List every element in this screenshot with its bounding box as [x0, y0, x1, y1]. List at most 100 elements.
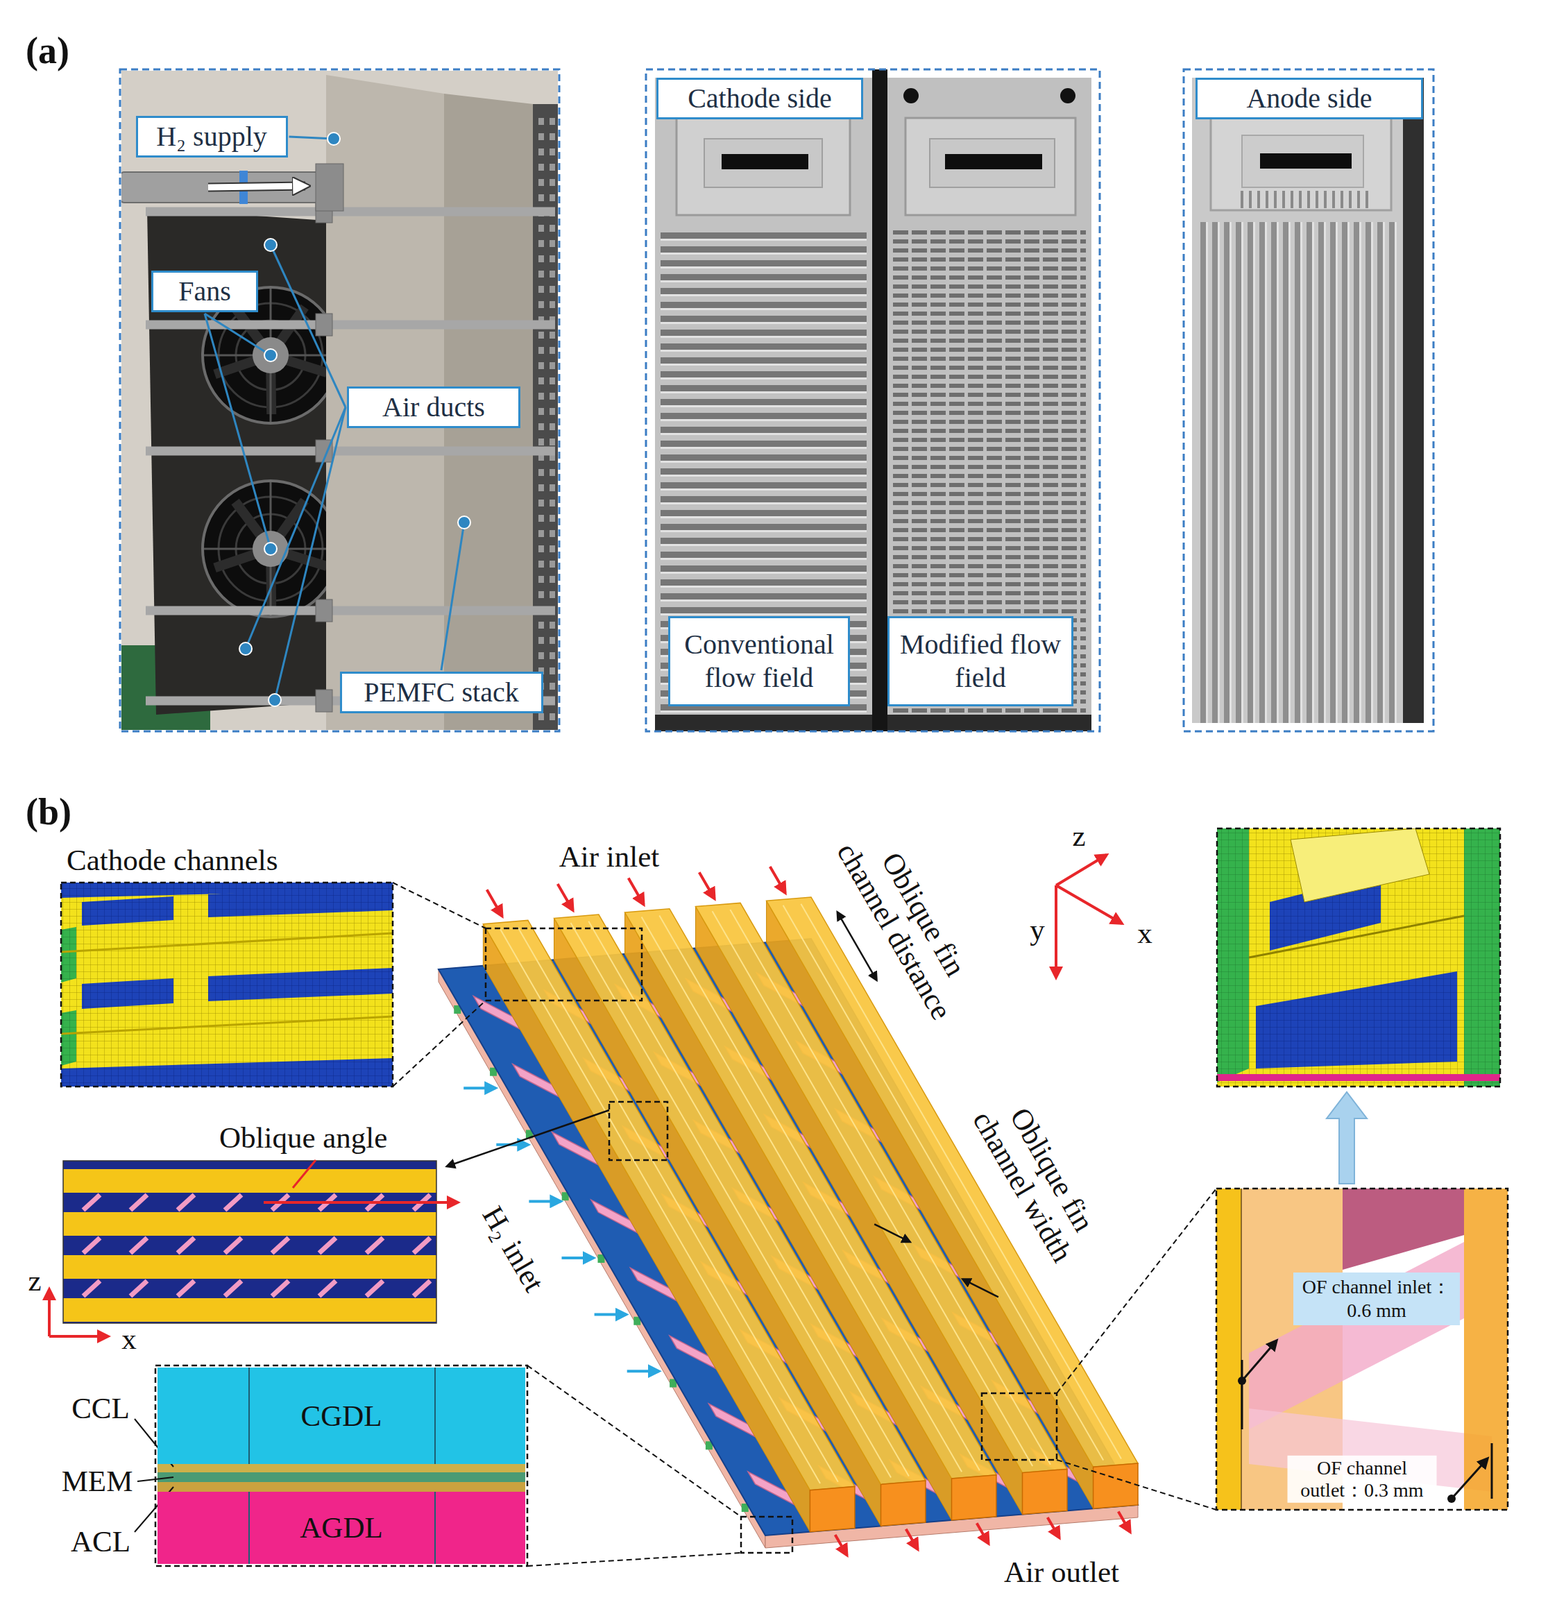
oblique-fin-groove [892, 248, 1086, 253]
oblique-fin-groove [892, 275, 1086, 280]
inset-frame [61, 882, 393, 1087]
cell-hole [538, 575, 544, 583]
channel-rib [660, 294, 867, 297]
cell-hole [538, 346, 544, 354]
channel-groove [660, 607, 867, 614]
cell-hole [549, 514, 556, 522]
tie-rod [145, 207, 556, 217]
flow-field-model [438, 866, 1138, 1556]
hydrogen-inlet-arrow [594, 1313, 627, 1317]
zoom-leader [527, 1365, 742, 1517]
inlet-finger [1257, 190, 1261, 209]
channel-groove [660, 440, 867, 447]
channel-rib [1312, 222, 1315, 723]
leader-line [270, 244, 346, 408]
oblique-fin-groove [892, 302, 1086, 307]
oblique-fin-groove [892, 347, 1086, 352]
detail-box [485, 928, 642, 1001]
oblique-fin-groove [892, 428, 1086, 433]
strip-channel [63, 1212, 437, 1236]
cell-hole [549, 224, 556, 232]
channel-rib [660, 238, 867, 241]
channel-rib [660, 377, 867, 380]
mesh-fold [61, 1016, 393, 1034]
mesh-membrane [1217, 1074, 1501, 1082]
strip-channel [63, 1169, 437, 1193]
oblique-fin-groove [892, 356, 1086, 361]
channel-groove [1212, 222, 1218, 723]
dimension-box: OF channel inlet：0.6 mm [1293, 1272, 1460, 1325]
cell-hole [538, 301, 544, 309]
oblique-fin-groove [892, 555, 1086, 560]
strip-fin [319, 1280, 336, 1297]
hydrogen-inlet-arrow [528, 1199, 561, 1203]
channel-outlet-face [881, 1480, 926, 1526]
channel-groove [660, 385, 867, 392]
channel-rib [660, 349, 867, 352]
air-outlet-arrow [835, 1534, 848, 1555]
callout-box: PEMFC stack [339, 671, 544, 714]
cell-hole [538, 591, 544, 599]
oblique-fin-groove [892, 365, 1086, 370]
axis-arrow [1054, 885, 1058, 978]
leader-dot [239, 642, 252, 655]
cell-hole [549, 545, 556, 553]
strip-channel [63, 1255, 437, 1279]
manifold-frame [1210, 116, 1392, 211]
plate-body [1192, 77, 1424, 723]
bolt-hole [1060, 88, 1076, 104]
leader-dot [264, 349, 277, 362]
cell-hole [538, 377, 544, 385]
cell-hole [549, 438, 556, 446]
channel-rib [660, 474, 867, 477]
bolt-hole [903, 88, 919, 104]
cell-hole [549, 362, 556, 370]
cell-hole [538, 545, 544, 553]
inlet-finger [1357, 190, 1360, 209]
oblique-fin-groove [892, 293, 1086, 298]
plate-edge [1402, 77, 1424, 723]
cell-hole [549, 621, 556, 629]
cell-hole [549, 331, 556, 339]
cell-hole [549, 469, 556, 476]
panel-frame [645, 69, 1100, 732]
channel-rib [660, 432, 867, 436]
mesh-window [1255, 971, 1458, 1069]
dimension-line [1491, 1443, 1494, 1499]
channel-groove [660, 274, 867, 281]
cell-hole [549, 194, 556, 202]
inlet-finger [1240, 190, 1244, 209]
channel-groove [660, 357, 867, 364]
inset-frame [155, 1365, 528, 1567]
cell-hole [549, 133, 556, 141]
node-label: Cathode side [687, 81, 832, 116]
flow-label: Air outlet [1004, 1554, 1120, 1589]
layer-label: MEM [61, 1464, 134, 1499]
dimension-arrow [1241, 1340, 1277, 1381]
oblique-fin-groove [892, 410, 1086, 415]
channel-groove [660, 496, 867, 503]
oblique-fin-groove [892, 591, 1086, 596]
inlet-finger [1315, 190, 1319, 209]
inlet-finger [1332, 190, 1335, 209]
leader-line [204, 313, 271, 549]
channel-groove [1330, 222, 1336, 723]
detail-box [981, 1393, 1057, 1460]
panel-letter: (b) [25, 790, 72, 834]
gdl-layer-band: CGDL [157, 1367, 526, 1465]
channel-groove [1389, 222, 1395, 723]
plate-body [887, 77, 1092, 723]
zoom-leader [446, 1110, 610, 1167]
axis-label: z [27, 1263, 41, 1298]
node-label: H₂ supply [156, 120, 268, 154]
channel-rib [660, 460, 867, 463]
layer-ccl [157, 1464, 526, 1473]
cell-hole [538, 270, 544, 278]
channel-rib [1323, 222, 1326, 723]
cell-hole [549, 117, 556, 125]
rod-nut [315, 599, 333, 622]
channel-rib [660, 585, 867, 588]
channel-groove [1353, 222, 1360, 723]
channel-rib [1264, 222, 1267, 723]
